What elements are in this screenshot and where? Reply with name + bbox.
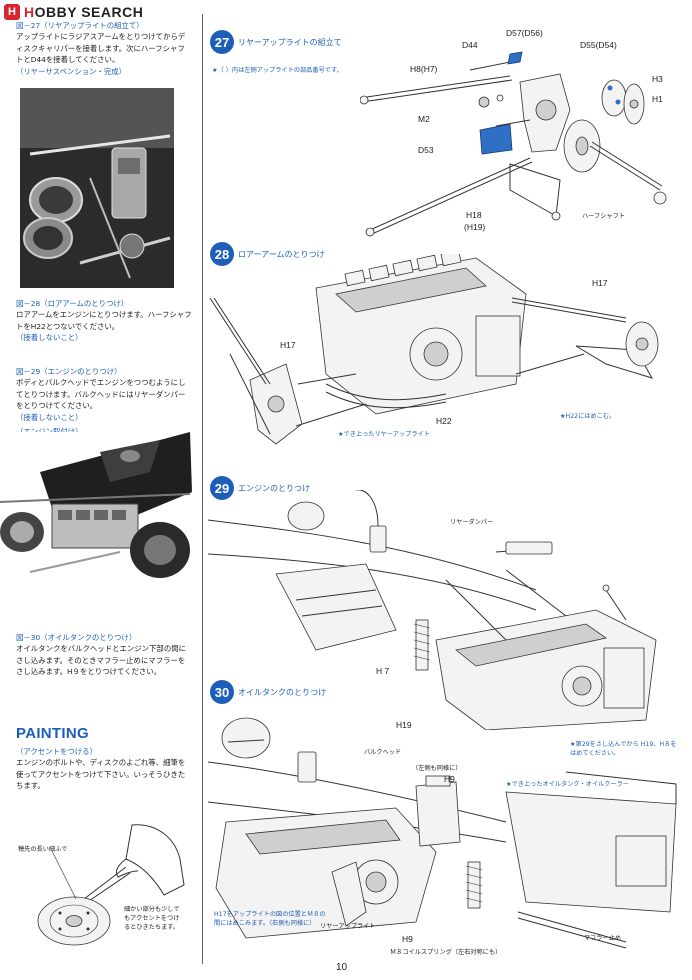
brush-note: 細かい部分も少しでもアクセントをつけるとひきたちます。 (124, 906, 180, 931)
label-h22: H22 (436, 416, 452, 426)
step-28-header: 28 ロアーアームのとりつけ (210, 242, 325, 266)
label-d53: D53 (418, 145, 434, 155)
label-coil-spring: Ｍ８コイルスプリング（左右対称にも） (390, 949, 502, 956)
photo-engine-mounted (0, 432, 192, 582)
label-d44: D44 (462, 40, 478, 50)
note-step29: 図－29（エンジンのとりつけ） ボディとバルクヘッドでエンジンをつつむようにして… (16, 367, 186, 436)
oil-tank-diagram (207, 717, 677, 949)
step-27-header: 27 リヤーアップライトの組立て (210, 30, 342, 54)
engine-mount-diagram (207, 490, 657, 730)
step-27-number: 27 (210, 30, 234, 54)
note-step28: 図－28（ロアアームのとりつけ） ロアアームをエンジンにとりつけます。ハーフシャ… (16, 299, 192, 343)
page-number: 10 (336, 962, 348, 973)
logo-badge-icon: H (4, 4, 20, 20)
label-insert-note: ★第29をさし込んでから H19、H８をはめてください。 (570, 741, 677, 757)
label-h22-note: ★H22にはめこむ。 (560, 413, 616, 420)
step-29-header: 29 エンジンのとりつけ (210, 476, 310, 500)
step-30-header: 30 オイルタンクのとりつけ (210, 680, 326, 704)
step-29-number: 29 (210, 476, 234, 500)
painting-section: （アクセントをつける） エンジンのボルトや、ディスクのよごれ等、細筆を使ってアク… (16, 747, 186, 791)
label-oil-cooler: ★でき上ったオイルタンク・オイルクーラー (506, 781, 629, 788)
label-h17-note: H17をアップライトの図の位置とＭ８の間にはめこみます。（右側も同様に） (214, 911, 326, 927)
engine-mounted-photo-image (0, 432, 192, 582)
note-step30: 図－30（オイルタンクのとりつけ） オイルタンクをバルクヘッドとエンジン下部の間… (16, 633, 186, 677)
lower-arm-diagram (209, 254, 659, 445)
label-h17-right: H17 (592, 278, 608, 288)
photo-rear-suspension (20, 88, 174, 288)
step-27-note: ★（ ）内は左側アップライトの部品番号です。 (212, 67, 343, 74)
label-h3: H3 (652, 74, 663, 84)
step-28-number: 28 (210, 242, 234, 266)
left-column: 図－27（リヤアップライトの組立て） アップライトにラジアスアームをとりつけてか… (0, 0, 196, 980)
label-h17-left: H17 (280, 340, 296, 350)
brush-label: 穂先の長い細ふで (18, 846, 68, 853)
label-m2: M2 (418, 114, 430, 124)
label-h7: H 7 (376, 666, 390, 676)
label-d55: D55(D54) (580, 40, 617, 50)
column-divider (202, 14, 203, 964)
painting-title: PAINTING (16, 725, 89, 742)
step-30-title: オイルタンクのとりつけ (238, 687, 327, 697)
label-rear-damper: リヤーダンパー (450, 519, 494, 526)
label-glue-note: （左側も同様に） (412, 765, 462, 772)
step-27-title: リヤーアップライトの組立て (238, 37, 342, 47)
step-29-title: エンジンのとりつけ (238, 483, 311, 493)
label-h18: H18 (466, 210, 482, 220)
note-step27: 図－27（リヤアップライトの組立て） アップライトにラジアスアームをとりつけてか… (16, 21, 186, 76)
hobby-search-logo: H HOBBY SEARCH (4, 4, 143, 20)
label-bulkhead: バルクヘッド (364, 749, 402, 756)
label-h9-lower: H9 (402, 934, 413, 944)
label-h19: H19 (396, 720, 412, 730)
label-h8: H8(H7) (410, 64, 438, 74)
label-muffler-mount: マフラー止め (584, 935, 622, 942)
step-30-number: 30 (210, 680, 234, 704)
label-half-shaft: ハーフシャフト (582, 213, 625, 220)
brush-disc-illustration (37, 824, 185, 946)
label-h1: H1 (652, 94, 663, 104)
step-28-title: ロアーアームのとりつけ (238, 249, 325, 259)
label-assembled-upright: ★でき上ったリヤーアップライト (338, 431, 430, 438)
rear-upright-diagram (360, 51, 667, 237)
logo-text: HOBBY SEARCH (24, 4, 144, 20)
label-h19p: (H19) (464, 222, 486, 232)
rear-suspension-photo-image (20, 88, 174, 288)
label-d57: D57(D56) (506, 28, 543, 38)
label-rear-upright: リヤーアップライト (320, 923, 376, 930)
label-h9-upper: H9 (444, 774, 455, 784)
